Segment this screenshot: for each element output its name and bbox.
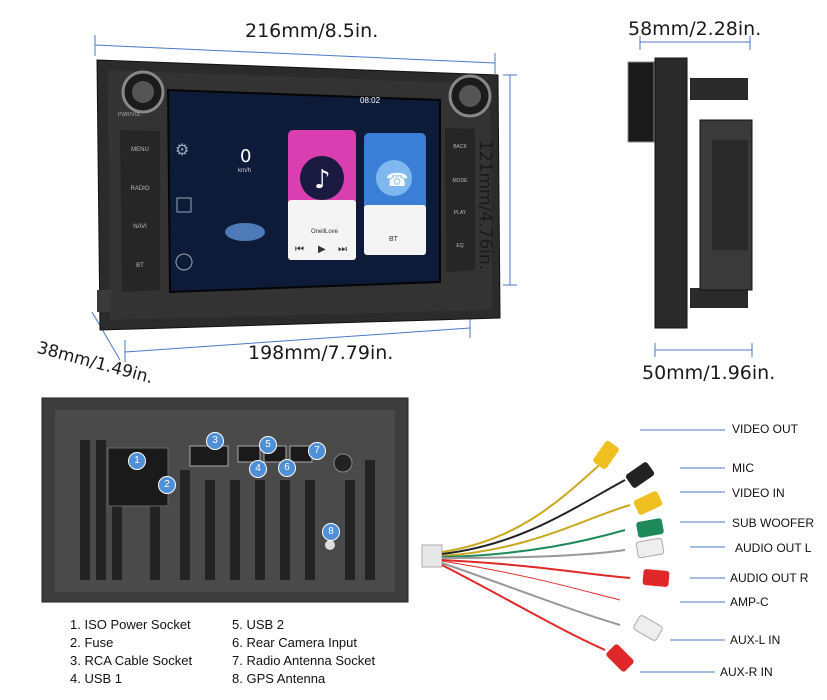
stereo-side — [627, 57, 753, 329]
navi-button-label: NAVI — [133, 224, 147, 230]
svg-text:☎: ☎ — [386, 170, 408, 191]
badge-8: 8 — [322, 523, 340, 541]
dim-side-top: 58mm/2.28in. — [628, 18, 762, 40]
plug-audio-out-l — [635, 537, 665, 559]
plug-aux-l — [633, 615, 663, 641]
settings-icon: ⚙ — [175, 140, 189, 159]
badge-1: 1 — [128, 452, 146, 470]
next-icon: ⏭ — [338, 244, 347, 255]
menu-button-label: MENU — [131, 147, 149, 153]
music-note-icon — [300, 156, 344, 200]
plug-mic — [625, 462, 655, 488]
stereo-front: ♪ ☎ ⚙ ⏮ ▶ ⏭ — [96, 59, 501, 331]
back-button-label: BACK — [453, 144, 467, 150]
legend-item: 1. ISO Power Socket — [70, 617, 191, 632]
legend-item: 8. GPS Antenna — [232, 671, 326, 686]
cable-label-sub-woofer: SUB WOOFER — [732, 516, 815, 530]
badge-2: 2 — [158, 476, 176, 494]
plug-audio-out-r — [642, 569, 670, 587]
cable-harness — [421, 459, 631, 651]
car-icon — [225, 223, 265, 241]
cable-label-audio-out-l: AUDIO OUT L — [735, 541, 812, 555]
legend-item: 3. RCA Cable Socket — [70, 653, 193, 668]
legend-item: 4. USB 1 — [70, 671, 123, 686]
cable-label-video-out: VIDEO OUT — [732, 422, 799, 436]
badge-7: 7 — [308, 442, 326, 460]
music-title: OnellLove — [311, 229, 339, 235]
bt-card-label: BT — [389, 236, 398, 243]
cable-label-video-in: VIDEO IN — [732, 486, 785, 500]
bt-button-label: BT — [136, 263, 144, 269]
legend-item: 5. USB 2 — [232, 617, 285, 632]
badge-5: 5 — [259, 436, 277, 454]
mode-button-label: MODE — [452, 178, 468, 184]
dim-width: 216mm/8.5in. — [245, 20, 379, 42]
cable-label-amp-c: AMP-C — [730, 595, 769, 609]
cable-label-aux-r-in: AUX-R IN — [720, 665, 773, 679]
plug-aux-r — [606, 644, 634, 672]
legend-item: 7. Radio Antenna Socket — [232, 653, 376, 668]
dim-height: 121mm/4.76in. — [475, 140, 495, 271]
dim-side-bottom: 50mm/1.96in. — [642, 362, 776, 384]
badge-6: 6 — [278, 459, 296, 477]
speed-unit: km/h — [238, 168, 252, 174]
eq-button-label: EQ — [456, 243, 464, 249]
speed-value: 0 — [240, 146, 252, 167]
apps-icon — [176, 197, 192, 213]
play-button-label: PLAY — [453, 210, 467, 216]
plug-video-out — [593, 440, 619, 470]
svg-text:♪: ♪ — [314, 165, 331, 195]
knob-label: PWR/VOL — [118, 112, 142, 118]
cable-label-mic: MIC — [732, 461, 754, 475]
play-icon: ▶ — [318, 244, 326, 255]
radio-button-label: RADIO — [130, 186, 150, 192]
legend-item: 6. Rear Camera Input — [232, 635, 358, 650]
port-badge-1: 1 — [128, 452, 146, 470]
rear-panel — [41, 397, 409, 603]
dimension-lines — [91, 35, 753, 362]
cable-label-aux-l-in: AUX-L IN — [730, 633, 781, 647]
plug-video-in — [633, 491, 663, 515]
status-time: 08:02 — [360, 96, 381, 105]
legend-item: 2. Fuse — [70, 635, 114, 650]
badge-4: 4 — [249, 460, 267, 478]
badge-3: 3 — [206, 432, 224, 450]
navigation-icon — [175, 253, 193, 271]
plug-subwoofer — [636, 518, 664, 538]
cable-label-audio-out-r: AUDIO OUT R — [730, 571, 809, 585]
phone-icon — [376, 160, 412, 196]
rca-plugs — [593, 440, 670, 672]
leader-lines — [640, 429, 725, 673]
prev-icon: ⏮ — [295, 244, 304, 255]
dim-base-width: 198mm/7.79in. — [248, 342, 394, 364]
